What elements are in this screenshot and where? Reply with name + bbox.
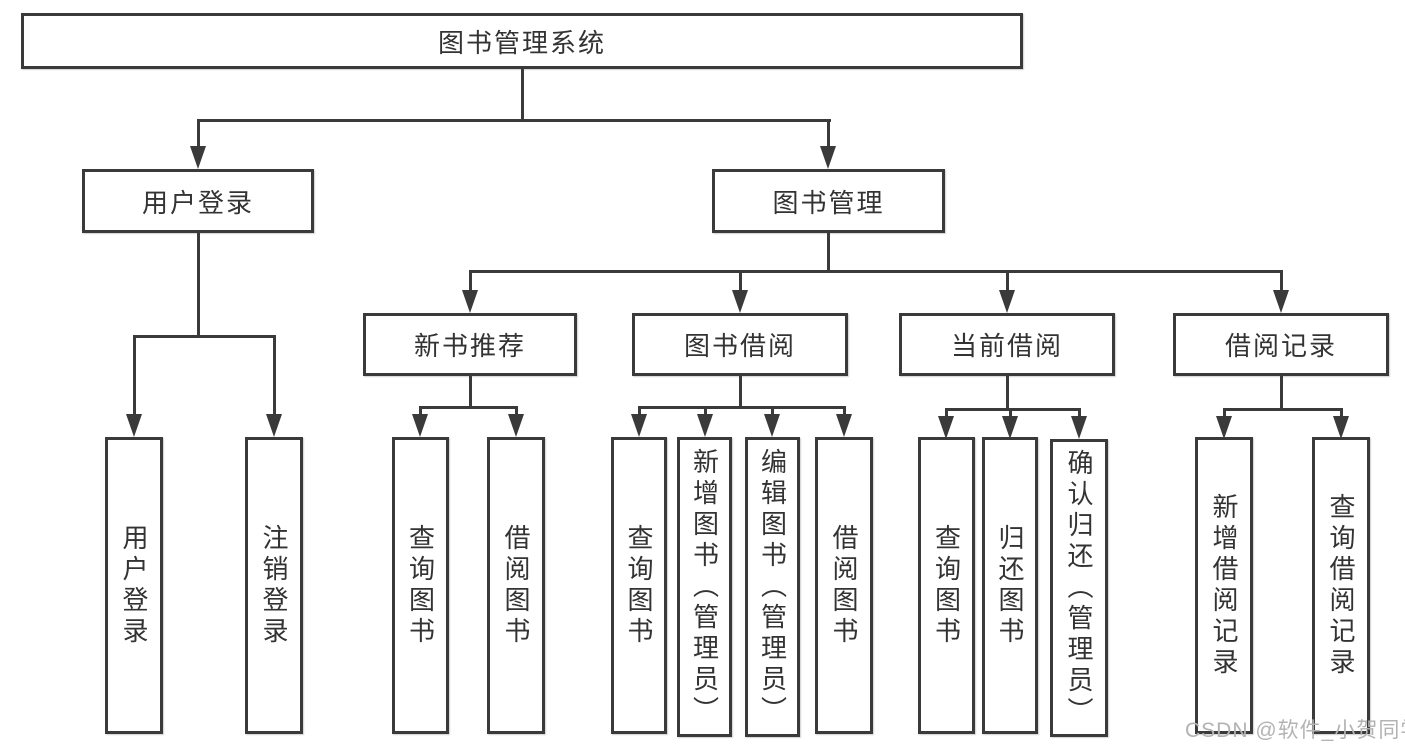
connector-leaf-login-stem <box>133 335 136 417</box>
connector-book-mgmt-down <box>827 233 830 272</box>
connector-leaf-logout-stem <box>273 335 276 417</box>
connector-stem <box>945 408 948 418</box>
arrow-to-add-borrow-record <box>1216 416 1232 439</box>
node-borrow-records: 借阅记录 <box>1173 313 1389 376</box>
connector-stem <box>1078 408 1081 418</box>
connector-stem <box>771 406 774 416</box>
connector-current-borrow-bar <box>945 408 1081 411</box>
leaf-borrow-books-2: 借阅图书 <box>815 437 873 734</box>
arrow-to-confirm-return <box>1071 416 1087 439</box>
connector-root-bar <box>197 119 831 122</box>
connector-current-borrow-down <box>1006 376 1009 410</box>
connector-user-login-down <box>197 233 200 337</box>
node-book-borrow: 图书借阅 <box>632 313 848 376</box>
leaf-edit-books-admin: 编辑图书（管理员） <box>745 437 800 737</box>
connector-book-borrow-stem <box>739 270 742 292</box>
arrow-to-user-login <box>190 146 206 169</box>
arrow-to-book-management <box>820 146 836 169</box>
connector-book-mgmt-bar <box>469 270 1282 273</box>
leaf-logout: 注销登录 <box>245 437 303 734</box>
connector-user-login-stem <box>197 119 200 149</box>
connector-new-book-bar <box>419 406 517 409</box>
arrow-to-book-borrow <box>732 290 748 313</box>
connector-stem <box>704 406 707 416</box>
leaf-borrow-books-1: 借阅图书 <box>487 437 545 734</box>
leaf-user-login: 用户登录 <box>105 437 163 734</box>
connector-current-borrow-stem <box>1006 270 1009 292</box>
leaf-add-borrow-record: 新增借阅记录 <box>1195 437 1253 734</box>
leaf-add-books-admin: 新增图书（管理员） <box>677 437 732 737</box>
node-user-login: 用户登录 <box>82 169 314 233</box>
arrow-to-borrow-records <box>1273 290 1289 313</box>
connector-borrow-records-stem <box>1280 270 1283 292</box>
leaf-query-books-3: 查询图书 <box>918 437 975 734</box>
arrow-to-query-books-2 <box>631 414 647 437</box>
arrow-to-edit-books <box>764 414 780 437</box>
arrow-to-add-books <box>697 414 713 437</box>
csdn-watermark: CSDN @软件_小贺同学 <box>1185 719 1405 742</box>
arrow-to-new-book-recommend <box>462 290 478 313</box>
connector-book-borrow-bar <box>638 406 846 409</box>
connector-borrow-records-down <box>1280 376 1283 410</box>
node-current-borrow: 当前借阅 <box>899 313 1115 376</box>
leaf-confirm-return-admin: 确认归还（管理员） <box>1050 439 1108 737</box>
node-book-management: 图书管理 <box>712 169 945 233</box>
arrow-to-return-books <box>1002 416 1018 439</box>
connector-book-mgmt-stem <box>827 119 830 149</box>
node-library-management-system: 图书管理系统 <box>21 13 1023 69</box>
connector-user-login-bar <box>133 335 276 338</box>
leaf-query-borrow-record: 查询借阅记录 <box>1312 437 1370 734</box>
leaf-query-books-2: 查询图书 <box>611 437 667 734</box>
connector-stem <box>515 406 518 416</box>
arrow-to-leaf-logout <box>266 414 282 437</box>
connector-stem <box>638 406 641 416</box>
connector-stem <box>419 406 422 416</box>
arrow-to-borrow-books-1 <box>508 414 524 437</box>
arrow-to-current-borrow <box>999 290 1015 313</box>
node-new-book-recommend: 新书推荐 <box>363 313 577 376</box>
arrow-to-leaf-login <box>126 414 142 437</box>
connector-new-book-stem <box>469 270 472 292</box>
arrow-to-query-borrow-record <box>1333 416 1349 439</box>
leaf-query-books-1: 查询图书 <box>392 437 449 734</box>
connector-stem <box>843 406 846 416</box>
leaf-return-books: 归还图书 <box>982 437 1038 734</box>
arrow-to-query-books-3 <box>938 416 954 439</box>
connector-root-stem <box>521 68 524 121</box>
connector-stem <box>1009 408 1012 418</box>
connector-stem <box>1223 408 1226 418</box>
connector-borrow-records-bar <box>1223 408 1342 411</box>
connector-new-book-down <box>469 376 472 408</box>
connector-stem <box>1340 408 1343 418</box>
connector-book-borrow-down <box>739 376 742 408</box>
arrow-to-query-books-1 <box>412 414 428 437</box>
arrow-to-borrow-books-2 <box>836 414 852 437</box>
